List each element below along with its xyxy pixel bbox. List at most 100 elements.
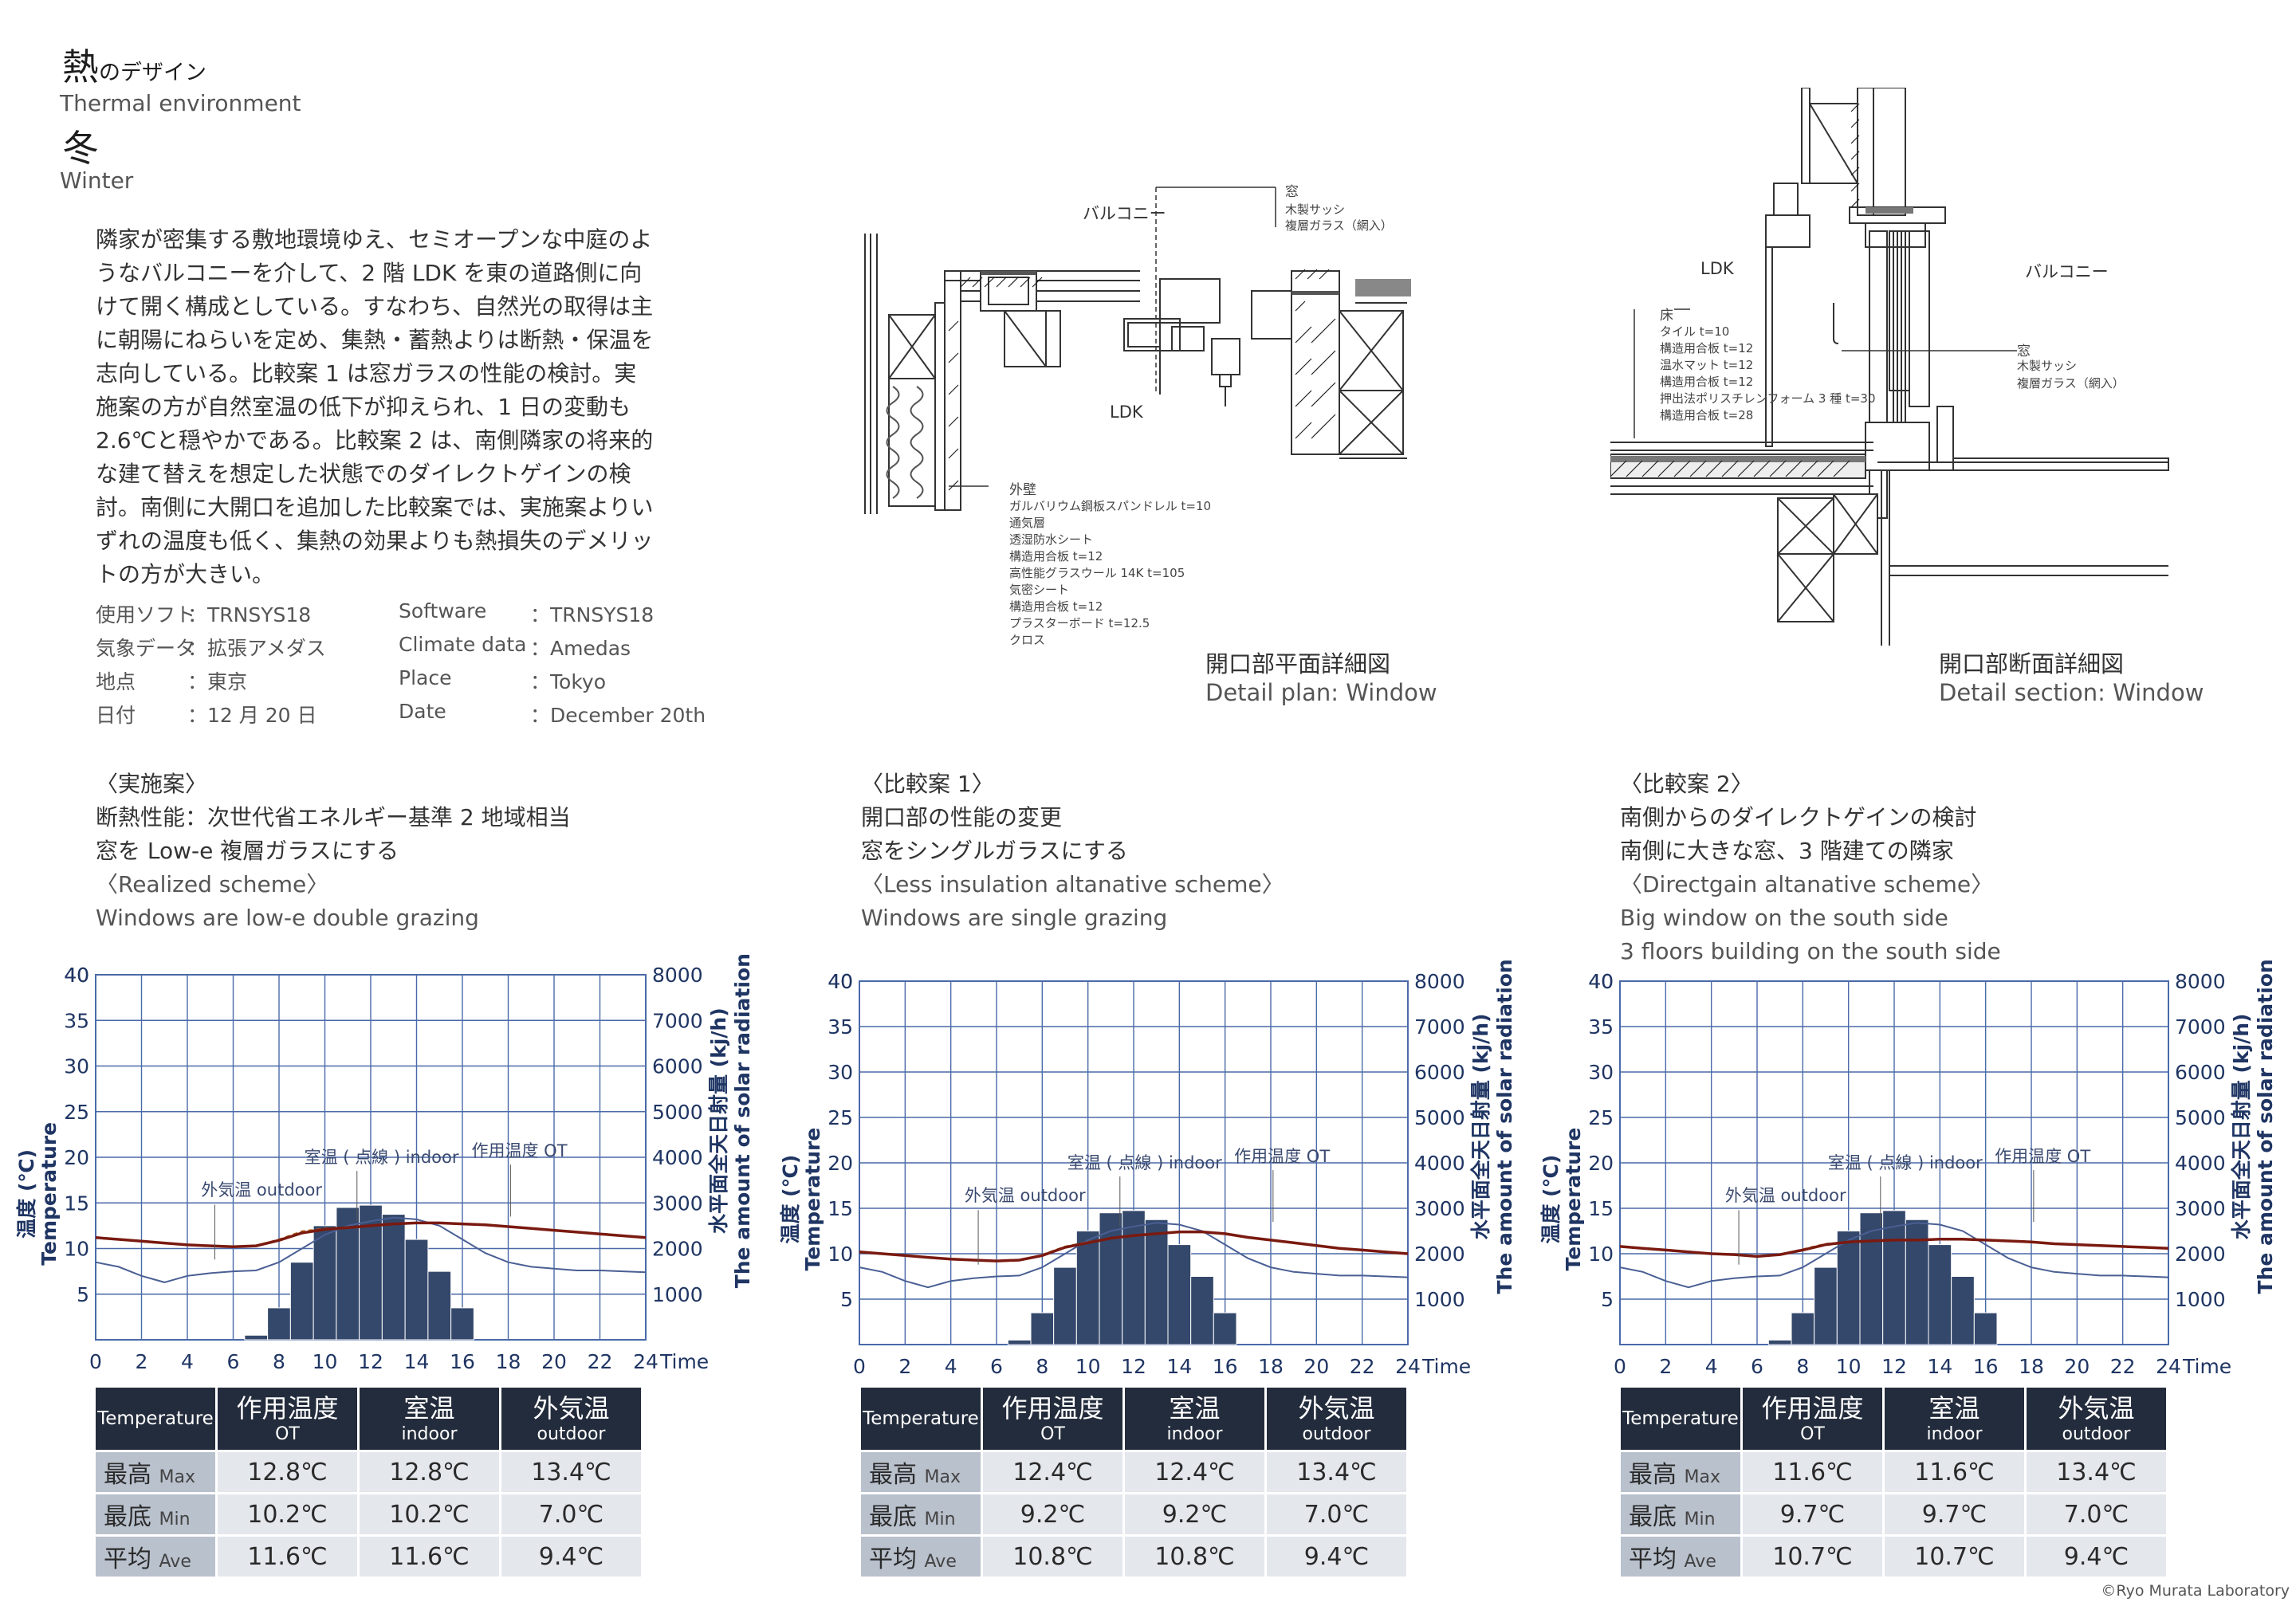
x-tick-label: 16 bbox=[450, 1350, 475, 1373]
meta-en-key: Climate data bbox=[399, 633, 527, 656]
x-tick-label: 18 bbox=[2019, 1355, 2044, 1378]
x-tick-label: 18 bbox=[1258, 1355, 1284, 1378]
y2-tick-label: 6000 bbox=[2175, 1061, 2226, 1084]
annotation-indoor: 室温 ( 点線 ) indoor bbox=[1828, 1153, 1983, 1172]
outdoor-line bbox=[95, 1216, 647, 1283]
table-head-en: outdoor bbox=[1302, 1424, 1371, 1444]
y-tick-label: 20 bbox=[64, 1146, 89, 1169]
table-head-temperature: Temperature bbox=[1621, 1388, 1740, 1450]
solar-bar bbox=[381, 1214, 406, 1341]
credit: ©Ryo Murata Laboratory bbox=[2101, 1582, 2290, 1600]
cell-outdoor: 9.4℃ bbox=[501, 1537, 641, 1577]
solar-bar bbox=[404, 1239, 429, 1341]
cell-outdoor: 7.0℃ bbox=[1267, 1494, 1406, 1534]
y2-tick-label: 3000 bbox=[2175, 1197, 2226, 1220]
section-label-window: 窓 bbox=[2017, 344, 2031, 359]
section-label-balcony: バルコニー bbox=[2025, 262, 2109, 281]
cell-indoor: 10.2℃ bbox=[360, 1494, 499, 1534]
y-tick-label: 40 bbox=[64, 964, 89, 987]
x-tick-label: 2 bbox=[1659, 1355, 1672, 1378]
solar-bar bbox=[1767, 1339, 1792, 1345]
scheme-line-jp: 窓をシングルガラスにする bbox=[861, 838, 1128, 864]
meta-en-val: ：December 20th bbox=[530, 704, 706, 727]
meta-jp-key: 使用ソフト bbox=[96, 603, 196, 626]
solar-bar bbox=[313, 1225, 337, 1341]
row-label-jp: 平均 bbox=[1629, 1545, 1677, 1573]
x-tick-label: 20 bbox=[2064, 1355, 2090, 1378]
scheme-block: 〈比較案 1〉開口部の性能の変更窓をシングルガラスにする〈Less insula… bbox=[861, 768, 1284, 935]
solar-bar bbox=[1859, 1212, 1884, 1345]
indoor-line bbox=[1619, 1238, 2169, 1258]
y-tick-label: 35 bbox=[828, 1015, 853, 1039]
row-label-jp: 最高 bbox=[104, 1461, 151, 1489]
plan-caption: 開口部平面詳細図 Detail plan: Window bbox=[1205, 646, 1437, 706]
section-caption-jp: 開口部断面詳細図 bbox=[1939, 650, 2125, 677]
solar-bar bbox=[1814, 1266, 1838, 1345]
y2-tick-label: 1000 bbox=[652, 1283, 703, 1306]
x-tick-label: 24 bbox=[2156, 1355, 2181, 1378]
y2-tick-label: 8000 bbox=[1414, 970, 1465, 993]
meta-jp-val: ：TRNSYS18 bbox=[187, 603, 312, 626]
row-label-jp: 平均 bbox=[869, 1545, 917, 1573]
y-axis-label-en: Temperature bbox=[801, 1128, 824, 1271]
indoor-line bbox=[859, 1230, 1409, 1262]
title-suffix: のデザイン bbox=[99, 61, 206, 85]
y-tick-label: 40 bbox=[1588, 970, 1614, 993]
table-head-en: outdoor bbox=[2062, 1424, 2131, 1444]
plan-label-ldk: LDK bbox=[1110, 402, 1143, 422]
outdoor-line bbox=[859, 1222, 1409, 1289]
x-tick-label: 0 bbox=[89, 1350, 102, 1373]
scheme-title-jp: 〈実施案〉 bbox=[96, 771, 208, 797]
row-label: 最底 Min bbox=[96, 1494, 215, 1534]
cell-ot: 10.2℃ bbox=[218, 1494, 357, 1534]
scheme-line-jp: 窓を Low-e 複層ガラスにする bbox=[96, 838, 399, 864]
y2-tick-label: 2000 bbox=[2175, 1243, 2226, 1266]
solar-bar bbox=[1190, 1276, 1214, 1345]
row-label-en: Min bbox=[159, 1510, 191, 1529]
x-tick-label: 8 bbox=[1796, 1355, 1809, 1378]
row-label: 平均 Ave bbox=[1621, 1537, 1740, 1577]
x-tick-label: 20 bbox=[1303, 1355, 1329, 1378]
y-tick-label: 10 bbox=[828, 1243, 853, 1266]
table-head-temperature: Temperature bbox=[96, 1388, 215, 1450]
cell-ot: 9.2℃ bbox=[983, 1494, 1122, 1534]
y2-axis-label-en: The amount of solar radiation bbox=[1493, 959, 1516, 1294]
y-tick-label: 40 bbox=[828, 970, 853, 993]
cell-indoor: 12.4℃ bbox=[1125, 1452, 1264, 1492]
row-label-en: Ave bbox=[924, 1552, 957, 1572]
row-label-jp: 最底 bbox=[869, 1503, 917, 1531]
plan-caption-jp: 開口部平面詳細図 bbox=[1205, 650, 1391, 677]
solar-bar bbox=[267, 1307, 291, 1341]
cell-outdoor: 13.4℃ bbox=[2027, 1452, 2166, 1492]
y2-tick-label: 1000 bbox=[2175, 1288, 2226, 1311]
y-tick-label: 30 bbox=[64, 1055, 89, 1078]
plan-label-wall: 外壁 bbox=[1009, 482, 1036, 498]
row-label: 最底 Min bbox=[1621, 1494, 1740, 1534]
row-label: 平均 Ave bbox=[861, 1537, 981, 1577]
x-tick-label: 6 bbox=[1751, 1355, 1763, 1378]
section-caption-en: Detail section: Window bbox=[1939, 679, 2204, 706]
scheme-block: 〈比較案 2〉南側からのダイレクトゲインの検討南側に大きな窓、3 階建ての隣家〈… bbox=[1620, 768, 2001, 968]
y-axis-label-jp: 温度 (℃) bbox=[15, 1149, 38, 1239]
cell-indoor: 9.2℃ bbox=[1125, 1494, 1264, 1534]
cell-ot: 10.7℃ bbox=[1743, 1537, 1882, 1577]
section-window-spec1: 木製サッシ bbox=[2017, 359, 2078, 373]
x-tick-label: 14 bbox=[404, 1350, 430, 1373]
y-axis-label-jp: 温度 (℃) bbox=[779, 1155, 802, 1244]
row-label: 最底 Min bbox=[861, 1494, 981, 1534]
floor-spec-line: 構造用合板 t=12 bbox=[1660, 341, 1754, 355]
y-tick-label: 15 bbox=[828, 1197, 853, 1220]
floor-spec-line: 構造用合板 t=28 bbox=[1660, 408, 1754, 422]
y2-axis-label-jp: 水平面全天日射量 (kj/h) bbox=[2230, 1014, 2253, 1240]
scheme-line-en: 3 floors building on the south side bbox=[1620, 938, 2001, 964]
scheme-title-en: 〈Directgain altanative scheme〉 bbox=[1620, 871, 1994, 897]
solar-bar bbox=[1791, 1312, 1815, 1345]
x-tick-label: 24 bbox=[1395, 1355, 1421, 1378]
x-tick-label: 2 bbox=[898, 1355, 911, 1378]
x-tick-label: 4 bbox=[1705, 1355, 1718, 1378]
cell-ot: 11.6℃ bbox=[218, 1537, 357, 1577]
